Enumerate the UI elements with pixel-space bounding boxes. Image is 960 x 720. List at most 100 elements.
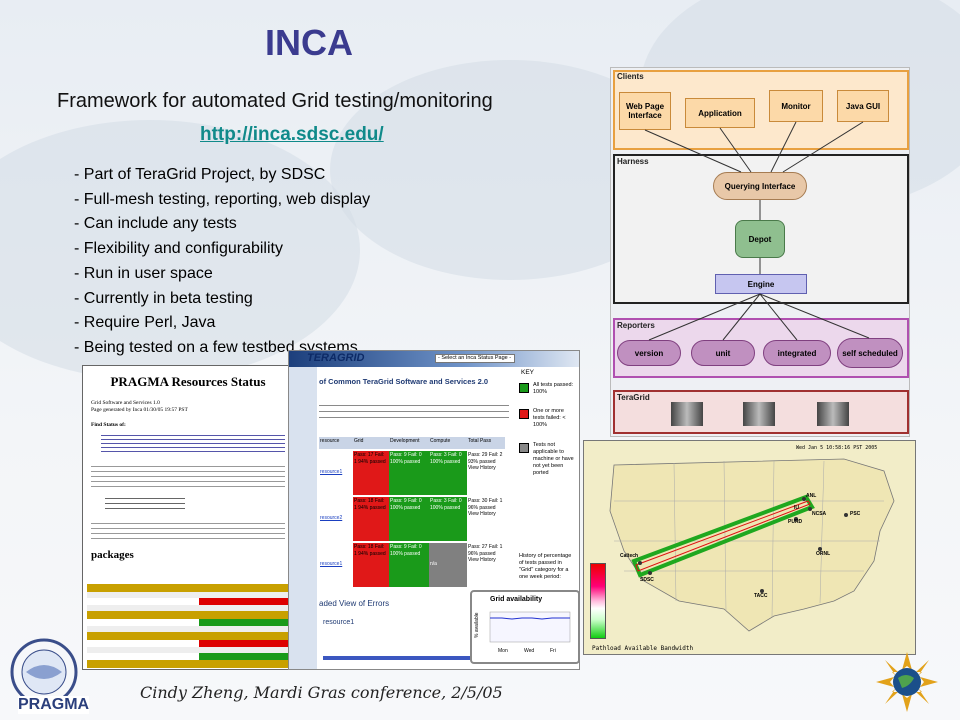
- site-label: PURD: [788, 519, 803, 525]
- bullet-item: - Require Perl, Java: [74, 314, 216, 332]
- bullet-item: - Currently in beta testing: [74, 289, 253, 307]
- server-rack-icon: [671, 402, 703, 426]
- key-swatch-pass: [519, 383, 529, 393]
- map-caption: Pathload Available Bandwidth: [592, 645, 694, 652]
- footer-credit: Cindy Zheng, Mardi Gras conference, 2/5/…: [140, 683, 503, 702]
- bandwidth-legend: [590, 563, 606, 639]
- errors-link-line: [323, 656, 473, 660]
- bandwidth-map: Wed Jan 5 10:58:16 PST 2005 Caltech: [583, 440, 916, 655]
- total-cell[interactable]: Pass: 30 Fail: 1 96% passed View History: [467, 497, 505, 541]
- grid-cell: Pass: 17 Fail: 1 94% passed: [353, 451, 389, 495]
- find-status-label: Find Status of:: [91, 422, 126, 428]
- architecture-diagram: Clients Web Page Interface Application M…: [610, 67, 910, 437]
- resource-link[interactable]: resource1: [320, 561, 343, 567]
- pragma-logo-text: PRAGMA: [18, 696, 90, 714]
- status-page-select[interactable]: - Select an Inca Status Page -: [435, 354, 515, 363]
- description-text: [91, 521, 285, 543]
- client-java-gui: Java GUI: [837, 90, 889, 122]
- errors-heading: aded View of Errors: [319, 599, 390, 608]
- sun-globe-icon: [876, 652, 938, 712]
- site-label: PSC: [850, 511, 861, 517]
- client-application: Application: [685, 98, 755, 128]
- teragrid-heading: of Common TeraGrid Software and Services…: [319, 377, 489, 386]
- reporters-label: Reporters: [617, 321, 655, 330]
- total-cell[interactable]: Pass: 29 Fail: 2 93% passed View History: [467, 451, 505, 495]
- column-header-grid: Grid: [353, 437, 389, 449]
- compute-cell: n/a: [429, 543, 467, 587]
- compute-cell: Pass: 3 Fail: 0 100% passed: [429, 497, 467, 541]
- status-table: [87, 584, 291, 668]
- legend-lines: [105, 497, 185, 513]
- key-title: KEY: [521, 369, 535, 376]
- svg-text:% available: % available: [474, 612, 480, 638]
- description-text: [91, 463, 285, 491]
- key-swatch-fail: [519, 409, 529, 419]
- errors-subheading: resource1: [323, 619, 355, 626]
- development-cell: Pass: 9 Fail: 0 100% passed: [389, 543, 429, 587]
- site-label: IU: [794, 505, 799, 511]
- grid-cell: Pass: 18 Fail: 1 94% passed: [353, 497, 389, 541]
- site-label: TACC: [754, 593, 768, 599]
- site-label: ANL: [806, 493, 817, 499]
- reporter-version: version: [617, 340, 681, 366]
- client-web-page: Web Page Interface: [619, 92, 671, 130]
- clients-label: Clients: [617, 72, 644, 81]
- teragrid-sidebar: [289, 367, 317, 669]
- resource-link[interactable]: resource1: [320, 469, 343, 475]
- teragrid-header-bar: TERAGRID - Select an Inca Status Page -: [289, 351, 579, 367]
- world-map-background: [0, 120, 360, 380]
- architecture-arrows: [644, 121, 870, 341]
- teragrid-label: TeraGrid: [617, 393, 650, 402]
- availability-plot: % available: [474, 611, 571, 643]
- column-header-development: Development: [389, 437, 429, 449]
- server-rack-icon: [743, 402, 775, 426]
- bullet-item: - Flexibility and configurability: [74, 240, 283, 258]
- bullet-item: - Being tested on a few testbed systems: [74, 338, 358, 356]
- history-note: History of percentage of tests passed in…: [519, 553, 572, 580]
- key-label: Tests not applicable to machine or have …: [533, 442, 574, 476]
- reporter-integrated: integrated: [763, 340, 831, 366]
- development-cell: Pass: 9 Fail: 0 100% passed: [389, 497, 429, 541]
- bullet-item: - Run in user space: [74, 264, 213, 282]
- engine: Engine: [715, 274, 807, 294]
- depot: Depot: [735, 220, 785, 258]
- reporter-self-scheduled: self scheduled: [837, 338, 903, 368]
- server-rack-icon: [817, 402, 849, 426]
- pragma-logo: PRAGMA: [4, 634, 90, 718]
- development-cell: Pass: 9 Fail: 0 100% passed: [389, 451, 429, 495]
- querying-interface: Querying Interface: [713, 172, 807, 200]
- graph-day-label: Mon: [498, 648, 508, 654]
- grid-cell: Pass: 18 Fail: 1 94% passed: [353, 543, 389, 587]
- inca-link[interactable]: http://inca.sdsc.edu/: [200, 124, 384, 145]
- graph-title: Grid availability: [490, 596, 543, 603]
- us-map: [609, 458, 895, 632]
- key-swatch-na: [519, 443, 529, 453]
- slide-title: INCA: [265, 22, 353, 63]
- teragrid-logo: TERAGRID: [307, 352, 365, 364]
- column-header-compute: Compute: [429, 437, 467, 449]
- compute-cell: Pass: 3 Fail: 0 100% passed: [429, 451, 467, 495]
- version-line: Grid Software and Services 1.0: [91, 400, 160, 406]
- resource-link-grid: [101, 433, 285, 455]
- column-header-total: Total Pass: [467, 437, 505, 449]
- map-timestamp: Wed Jan 5 10:58:16 PST 2005: [796, 445, 878, 451]
- slide-subtitle: Framework for automated Grid testing/mon…: [57, 90, 493, 112]
- grid-availability-graph: Grid availability % available Mon Wed Fr…: [470, 590, 580, 664]
- bullet-item: - Can include any tests: [74, 215, 237, 233]
- bullet-item: - Part of TeraGrid Project, by SDSC: [74, 166, 326, 183]
- resource-link[interactable]: resource2: [320, 515, 343, 521]
- site-label: NCSA: [812, 511, 827, 517]
- packages-heading: packages: [91, 549, 134, 561]
- bullet-list: - Part of TeraGrid Project, by SDSC - Fu…: [74, 163, 370, 361]
- site-label: Caltech: [620, 553, 639, 559]
- graph-day-label: Wed: [524, 648, 535, 654]
- pragma-status-screenshot: PRAGMA Resources Status Grid Software an…: [82, 365, 294, 670]
- pragma-status-title: PRAGMA Resources Status: [110, 374, 266, 389]
- total-cell[interactable]: Pass: 27 Fail: 1 96% passed View History: [467, 543, 505, 587]
- client-monitor: Monitor: [769, 90, 823, 122]
- harness-label: Harness: [617, 157, 649, 166]
- key-label: One or more tests failed: < 100%: [533, 408, 566, 428]
- generated-line: Page generated by Inca 01/30/05 19:57 PS…: [91, 407, 188, 413]
- key-label: All tests passed: 100%: [533, 382, 574, 395]
- column-header-resource: resource: [319, 437, 353, 449]
